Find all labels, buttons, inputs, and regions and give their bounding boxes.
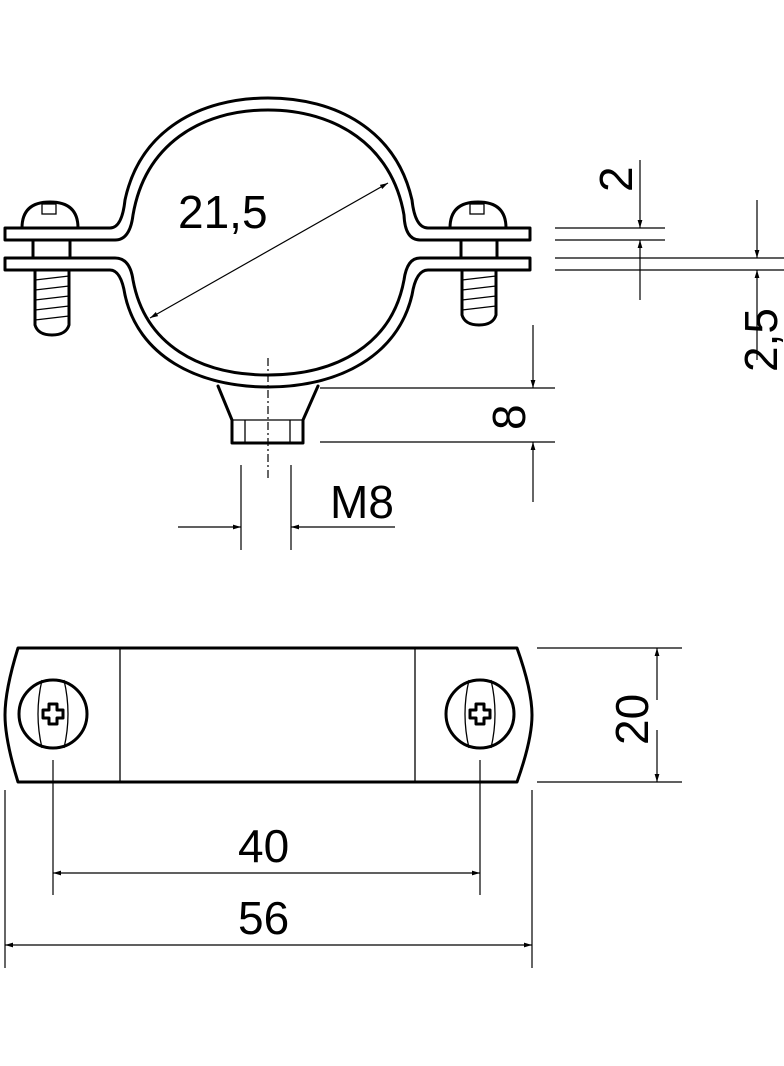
hole-spacing-dimension: 40: [52, 760, 481, 895]
boss-height-dimension: 8: [320, 325, 555, 502]
thickness-label: 2: [590, 166, 642, 192]
upper-band: [3, 96, 532, 242]
hole-spacing-label: 40: [238, 820, 289, 872]
right-screw: [448, 200, 508, 327]
thread-dimension: M8: [178, 465, 395, 550]
front-view: 21,5 2 2,5 8 M8: [3, 96, 784, 550]
right-screw-head: [444, 678, 516, 750]
left-screw: [20, 200, 80, 337]
lower-band: [3, 256, 532, 389]
overall-length-label: 56: [238, 892, 289, 944]
band-outline: [3, 646, 534, 784]
left-screw-head: [17, 678, 89, 750]
top-view: 20 40 56: [3, 646, 682, 968]
thickness-dimension: 2 2,5: [555, 160, 784, 372]
width-label: 20: [606, 694, 658, 745]
gap-label: 2,5: [735, 308, 784, 372]
thread-label: M8: [330, 476, 394, 528]
boss-height-label: 8: [483, 404, 535, 430]
diameter-label: 21,5: [178, 186, 268, 238]
overall-length-dimension: 56: [4, 790, 533, 968]
width-dimension: 20: [537, 647, 682, 783]
